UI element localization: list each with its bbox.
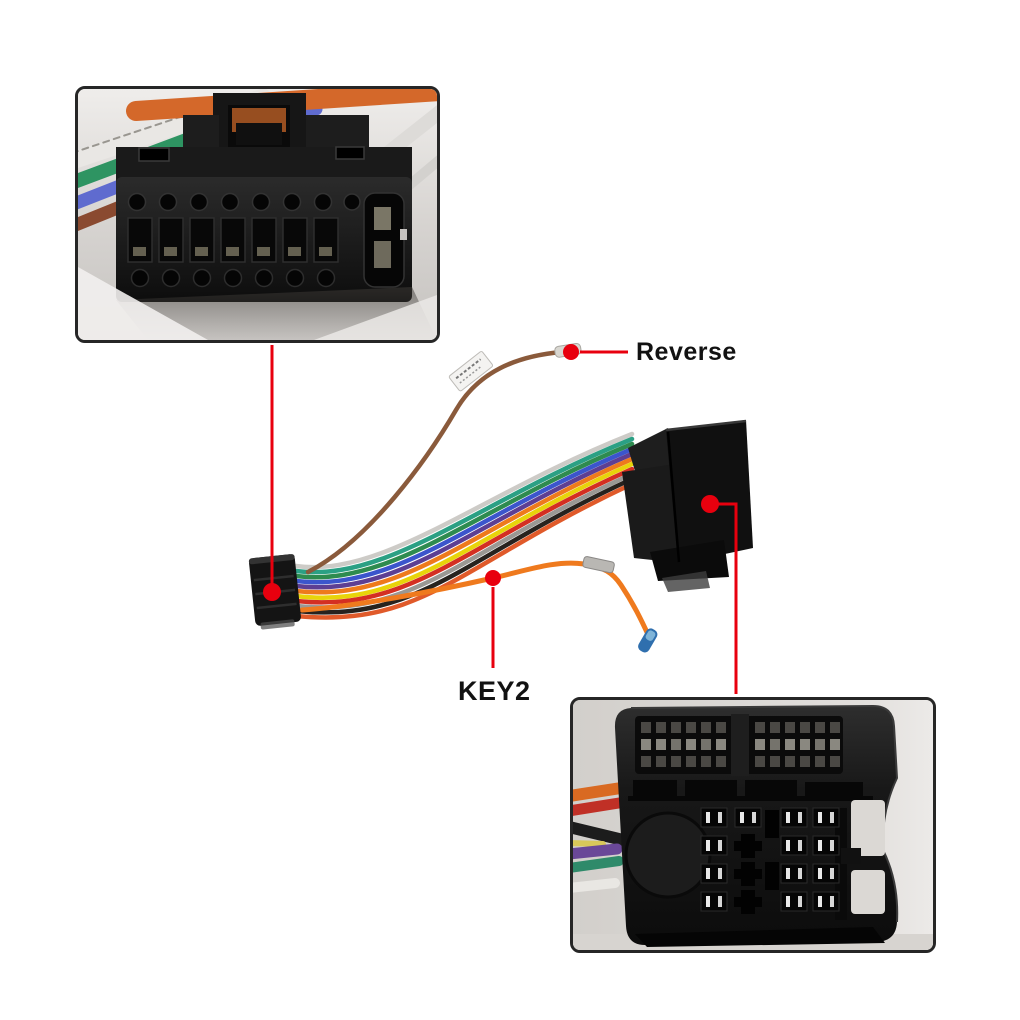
quadlock-connector [622,419,753,592]
iso-16pin-connector-inset [75,86,440,343]
wire-label-tag [448,351,493,392]
wire-bundle [293,431,635,620]
wire-orange [293,456,635,595]
bottom-lip [635,927,885,947]
quadlock-connector-inset [570,697,936,953]
pin-sockets-middle-row [127,217,339,263]
callout-dot-iso-connector [263,583,281,601]
wire-yellow [293,461,635,600]
quadlock-housing [614,704,899,947]
callout-dot-reverse [563,344,579,360]
wire-blue [293,446,635,585]
callout-dot-key2 [485,570,501,586]
pin-holes-top-row [127,192,361,212]
terminal-grid [700,807,847,920]
wire-purple [293,451,635,590]
key2-wire-sleeve [582,556,615,574]
callout-line-quadlock [710,502,738,694]
side-slots [841,800,885,914]
callouts [263,344,738,694]
wire-teal [293,436,635,575]
key2-label: KEY2 [458,676,531,706]
pin-holes-bottom-row [130,268,336,288]
key2-wire [299,556,658,653]
wire-black [293,476,635,615]
upper-pin-slots [641,722,840,767]
inset-wires [573,782,629,893]
iso-16pin-connector-photo [78,89,437,340]
key2-wire-terminal [638,628,658,653]
key-slot [363,192,407,288]
foreground-highlight [78,267,208,340]
reverse-label: Reverse [636,338,737,366]
quadlock-connector-photo [573,700,933,950]
foreground-highlight-right [314,295,437,340]
wire-gray [293,431,635,570]
wire-green [293,441,635,580]
connector-body [116,146,412,302]
wire-red [293,466,635,605]
wire-orange-red [293,481,635,620]
mid-molding [628,780,873,801]
